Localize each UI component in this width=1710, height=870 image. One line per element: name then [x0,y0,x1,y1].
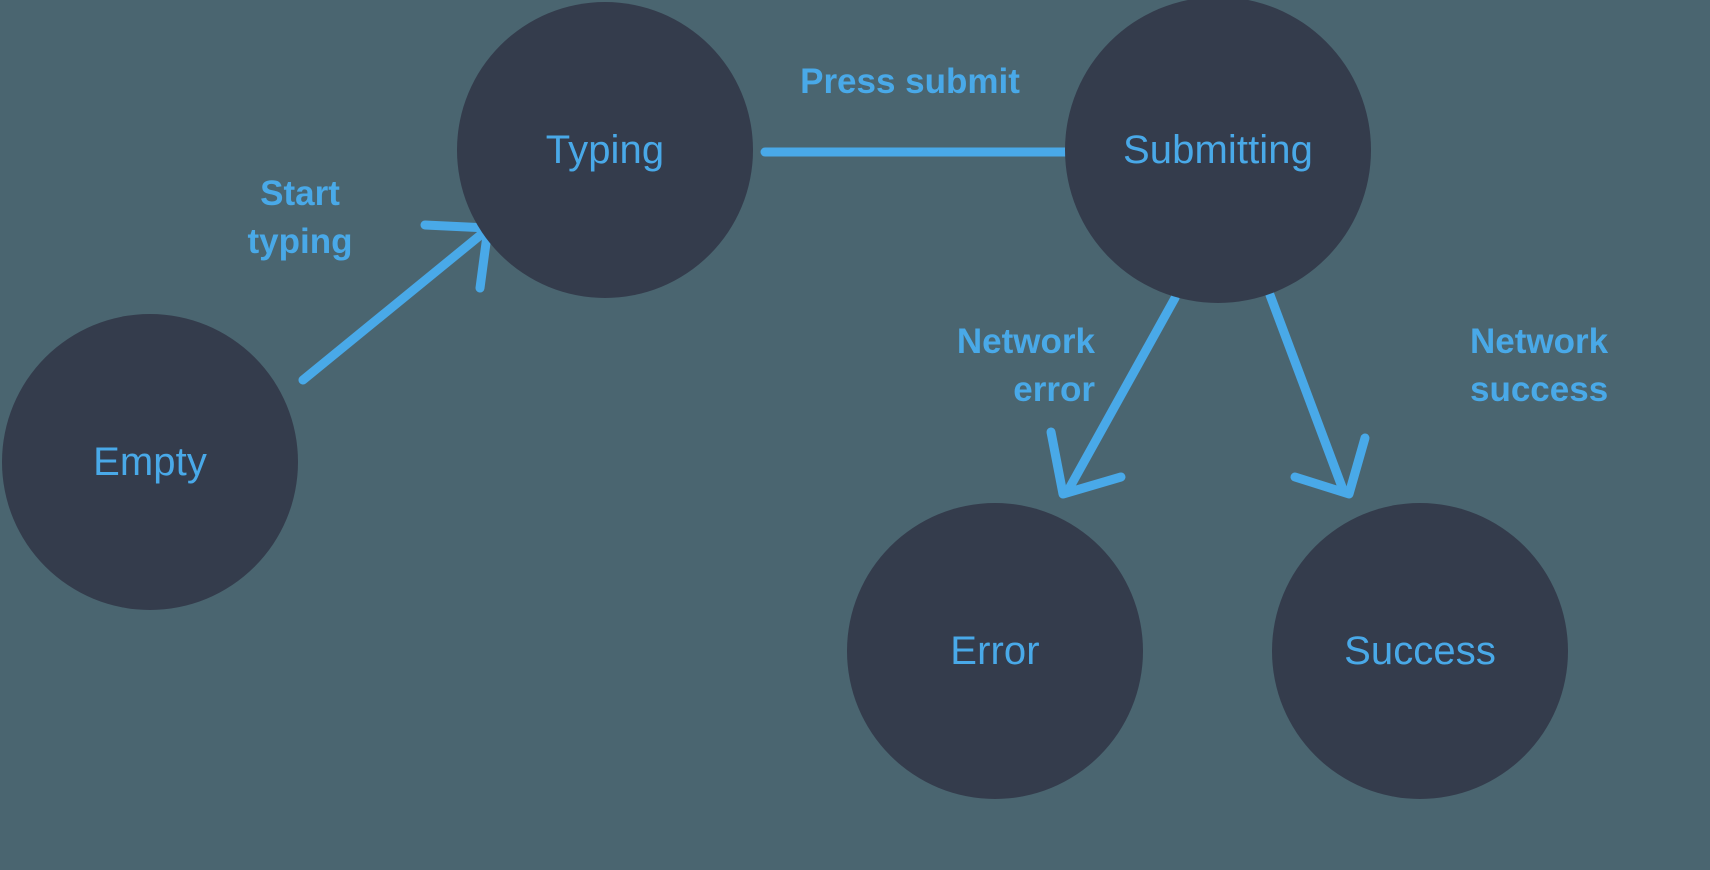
state-label-typing: Typing [545,128,665,172]
state-node-empty[interactable]: Empty [2,314,298,610]
state-node-typing[interactable]: Typing [457,2,753,298]
edge-label-network-success: Network success [1470,322,1609,409]
state-label-submitting: Submitting [1123,128,1313,172]
state-node-submitting[interactable]: Submitting [1065,0,1371,303]
edge-network-error [1046,293,1180,499]
state-node-success[interactable]: Success [1272,503,1568,799]
edge-network-success [1265,290,1370,499]
state-label-success: Success [1344,629,1496,673]
edge-network-success-arrowhead [1290,433,1370,499]
edge-label-start-typing: Start typing [247,174,353,261]
edge-network-error-arrowhead [1046,427,1126,499]
state-node-error[interactable]: Error [847,503,1143,799]
state-label-error: Error [950,629,1040,673]
edge-label-press-submit: Press submit [800,62,1020,101]
edge-network-success-line [1265,290,1347,492]
edge-label-network-error: Network error [956,322,1095,409]
state-label-empty: Empty [93,440,207,484]
edge-network-error-line [1065,293,1180,492]
edge-start-typing-line [298,228,488,385]
